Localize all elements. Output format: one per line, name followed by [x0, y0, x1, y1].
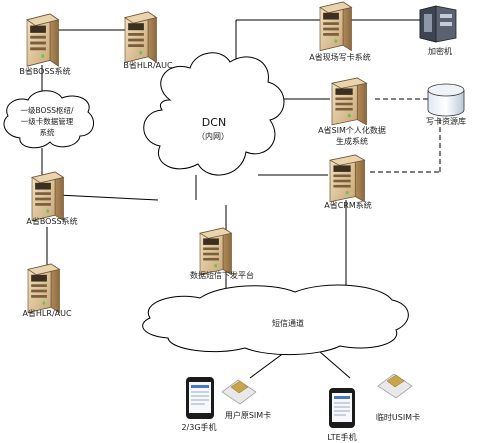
temp-usim-icon	[377, 373, 413, 399]
phone-23g-label: 2/3G手机	[181, 422, 216, 432]
a-boss-label: A省BOSS系统	[26, 216, 77, 226]
level1-boss-label-3: 系统	[40, 127, 55, 137]
encryptor-label: 加密机	[428, 46, 452, 56]
a-field-writer-label: A省现场写卡系统	[309, 52, 370, 62]
phone-lte-label: LTE手机	[327, 432, 356, 442]
a-sim-gen-label-2: 生成系统	[336, 136, 368, 146]
dcn-title: DCN	[202, 116, 226, 129]
a-sim-gen-server	[331, 77, 368, 126]
a-crm-label: A省CRM系统	[324, 200, 372, 210]
sms-channel-label: 短信通道	[272, 318, 304, 328]
a-hlr-server	[27, 263, 61, 314]
sms-platform-server	[199, 227, 233, 276]
a-boss-server	[31, 171, 65, 222]
sms-channel-cloud	[142, 284, 409, 355]
phone-23g-icon	[186, 377, 214, 419]
phone-lte-icon	[329, 388, 355, 428]
a-sim-gen-label-1: A省SIM个人化数据	[318, 125, 386, 135]
b-boss-server	[26, 13, 60, 67]
dcn-subtitle: （内网）	[197, 131, 229, 141]
dcn-cloud	[143, 52, 285, 176]
user-sim-icon	[221, 379, 257, 405]
card-writer-repo-label: 写卡资源库	[426, 116, 466, 126]
encryptor-device	[419, 5, 457, 43]
level1-boss-label-1: 一级BOSS枢纽/	[21, 105, 74, 115]
user-sim-label: 用户原SIM卡	[225, 410, 271, 420]
b-hlr-server	[124, 11, 158, 64]
a-crm-server	[329, 154, 366, 203]
temp-usim-label: 临时USIM卡	[376, 412, 420, 422]
level1-boss-label-2: 一级卡数据管理	[21, 116, 74, 126]
card-writer-repo-db	[427, 83, 465, 117]
b-boss-label: B省BOSS系统	[19, 66, 70, 76]
a-hlr-label: A省HLR/AUC	[22, 308, 72, 318]
level1-boss-cloud	[3, 90, 95, 149]
sms-platform-label: 数据短信下发平台	[190, 270, 254, 280]
a-field-writer-server	[319, 1, 353, 52]
b-hlr-label: B省HLR/AUC	[123, 60, 173, 70]
dashed-links	[370, 98, 441, 173]
